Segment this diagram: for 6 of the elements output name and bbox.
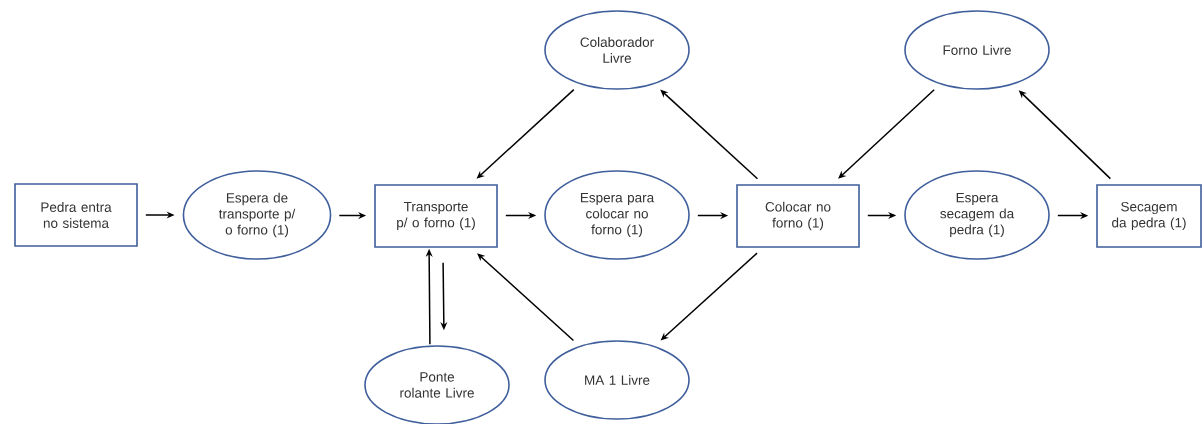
process-box: Transporte p/ o forno (1) bbox=[374, 184, 498, 248]
process-box: Colocar no forno (1) bbox=[736, 184, 860, 248]
arrow bbox=[838, 88, 935, 179]
process-box: Secagem da pedra (1) bbox=[1096, 184, 1202, 248]
process-box: Pedra entra no sistema bbox=[14, 183, 138, 247]
arrow bbox=[477, 253, 575, 342]
